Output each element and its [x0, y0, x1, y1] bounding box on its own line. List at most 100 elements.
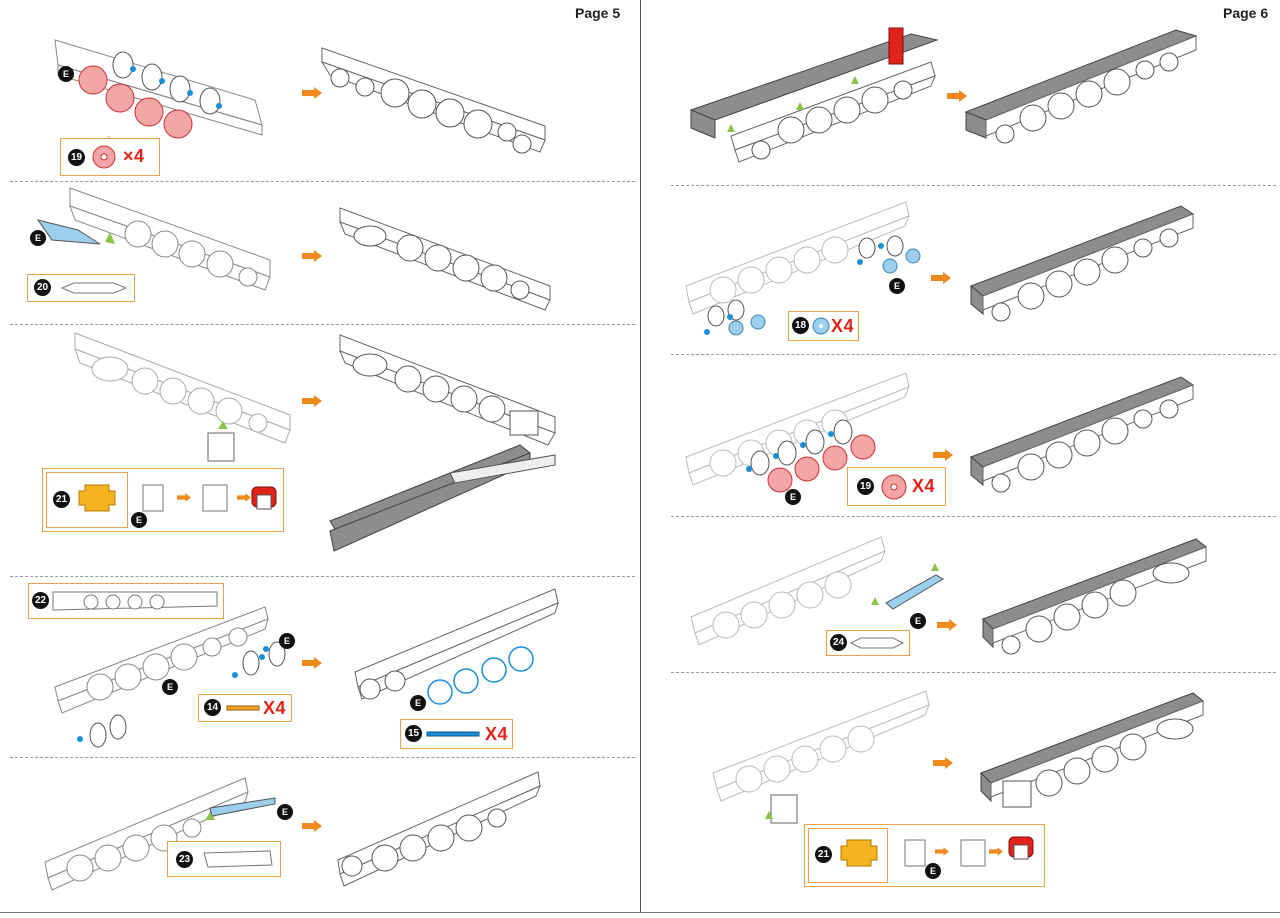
part-folded-red [1008, 836, 1034, 860]
section-divider [10, 181, 635, 182]
part-number-badge: 22 [32, 592, 49, 609]
left-page: Page 5 E 19 [0, 0, 640, 912]
part-flat-yellow [840, 839, 878, 867]
right-page: Page 6 [641, 0, 1280, 912]
section-divider [10, 576, 635, 577]
arrow-right-icon [302, 657, 322, 669]
part-callout-19: 19 ×4 [60, 138, 160, 176]
part-fold-step [960, 839, 986, 867]
part-fold-step [202, 484, 228, 512]
step-frame-assembly [641, 0, 1280, 184]
step-19-drawing [54, 39, 546, 154]
part-callout-24: 24 [826, 630, 910, 656]
marker-e-icon: E [910, 613, 926, 629]
page-divider [640, 0, 641, 912]
section-divider [671, 516, 1276, 517]
arrow-right-icon [947, 90, 967, 102]
step-21-right-drawing [712, 690, 1204, 824]
step-22: 22 E E 14 X4 E 15 X4 [0, 577, 640, 757]
wheel-icon [881, 474, 907, 500]
arrow-right-icon [302, 250, 322, 262]
marker-e-icon: E [58, 66, 74, 82]
part-number-badge: 14 [204, 699, 221, 716]
section-divider [671, 185, 1276, 186]
page-number: Page 6 [1223, 5, 1269, 21]
part-number-badge: 23 [176, 851, 193, 868]
arrow-right-icon [177, 493, 191, 502]
part-number-badge: 19 [857, 478, 874, 495]
step-24: E 24 [641, 517, 1280, 671]
step-19-right: E 19 X4 [641, 355, 1280, 515]
part-number-badge: 24 [830, 634, 847, 651]
part-outline [203, 850, 273, 868]
arrow-right-icon [302, 820, 322, 832]
arrow-right-icon [302, 395, 322, 407]
part-number-badge: 21 [815, 846, 832, 863]
section-divider [671, 672, 1276, 673]
step-19: E 19 ×4 [0, 0, 640, 180]
quantity-label: X4 [263, 698, 287, 718]
part-number-badge: 19 [68, 149, 85, 166]
quantity-label: X4 [831, 316, 855, 336]
part-callout-18: 18 X4 [788, 311, 859, 341]
page-number: Page 5 [575, 5, 621, 21]
arrow-right-icon [931, 272, 951, 284]
part-callout-19b: 19 X4 [847, 467, 946, 506]
part-outline [52, 591, 218, 611]
part-callout-22: 22 [28, 583, 224, 619]
part-callout-15: 15 X4 [400, 719, 513, 749]
section-divider [10, 324, 635, 325]
arrow-right-icon [237, 493, 251, 502]
part-fold-step [904, 839, 926, 867]
step-frame-drawing [689, 27, 1198, 163]
part-outline [849, 637, 905, 649]
quantity-label: X4 [485, 724, 509, 744]
part-box [808, 828, 888, 883]
part-bar-blue [426, 731, 480, 737]
bottom-border [0, 912, 1280, 913]
marker-e-icon: E [162, 679, 178, 695]
step-23-drawing [44, 771, 541, 891]
part-callout-21: 21 E [42, 468, 284, 532]
quantity-label: X4 [912, 476, 936, 496]
arrow-right-icon [937, 619, 957, 631]
marker-e-icon: E [785, 489, 801, 505]
marker-e-icon: E [30, 230, 46, 246]
step-22-drawing [54, 588, 559, 748]
quantity-label: ×4 [123, 146, 145, 166]
step-18: E 18 X4 [641, 186, 1280, 354]
part-folded-red [251, 486, 277, 510]
step-19-right-drawing [685, 372, 1195, 493]
marker-e-icon: E [131, 512, 147, 528]
marker-e-icon: E [410, 695, 426, 711]
part-box [46, 472, 128, 528]
arrow-right-icon [302, 87, 322, 99]
marker-e-icon: E [279, 633, 295, 649]
part-number-badge: 20 [34, 279, 51, 296]
part-callout-21b: 21 E [804, 824, 1045, 887]
marker-e-icon: E [925, 863, 941, 879]
step-20-drawing [36, 187, 551, 311]
marker-e-icon: E [277, 804, 293, 820]
part-number-badge: 15 [405, 725, 422, 742]
arrow-right-icon [935, 847, 949, 856]
marker-e-icon: E [889, 278, 905, 294]
wheel-icon [92, 145, 116, 169]
arrow-right-icon [933, 757, 953, 769]
part-fold-step [142, 484, 164, 512]
part-flat-yellow [78, 484, 116, 512]
step-20: E 20 [0, 182, 640, 324]
part-number-badge: 21 [53, 491, 70, 508]
step-21-drawing [74, 332, 556, 552]
part-outline [60, 282, 128, 294]
arrow-right-icon [989, 847, 1003, 856]
step-23: E 23 [0, 758, 640, 908]
part-callout-20: 20 [27, 274, 135, 302]
step-18-drawing [685, 201, 1195, 336]
washer-icon [812, 317, 830, 335]
part-callout-14: 14 X4 [198, 694, 292, 722]
step-24-drawing [690, 536, 1207, 655]
step-21: 21 E [0, 325, 640, 575]
part-callout-23: 23 [167, 841, 281, 877]
part-number-badge: 18 [792, 317, 809, 334]
